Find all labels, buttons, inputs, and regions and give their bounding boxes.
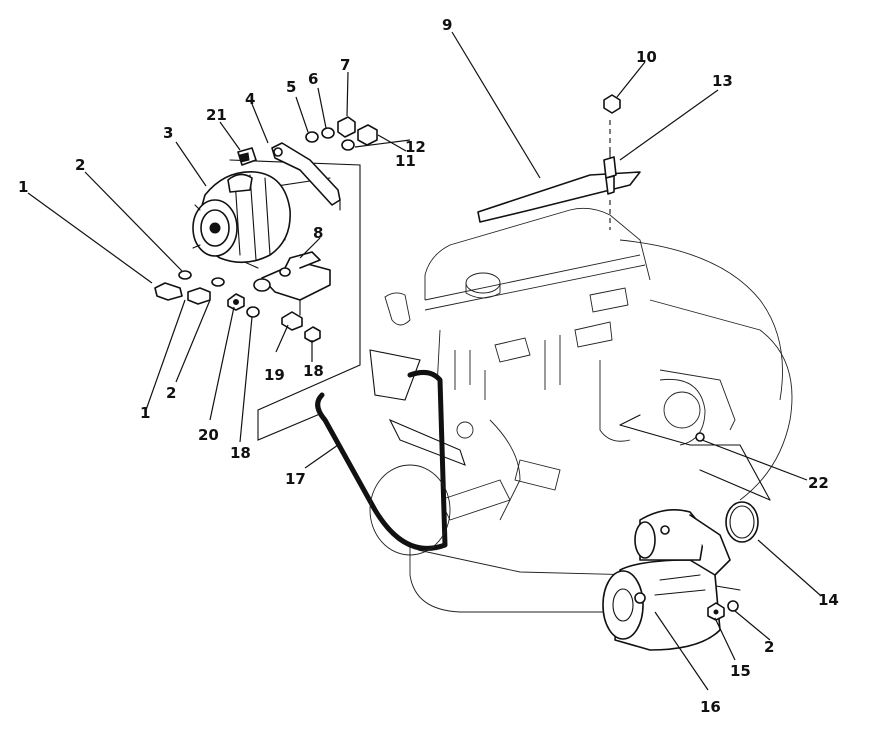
callout-9: 9 — [442, 16, 452, 34]
stud-22 — [695, 432, 705, 442]
callout-18-upper: 18 — [303, 362, 324, 380]
callout-labels: 1 1 2 2 2 3 4 5 6 7 8 9 10 11 12 13 14 1… — [18, 16, 839, 716]
connector — [237, 147, 257, 166]
callout-12: 12 — [405, 138, 426, 156]
glow-plug — [603, 149, 617, 195]
callout-7: 7 — [340, 56, 350, 74]
callout-8: 8 — [313, 224, 323, 242]
callout-5: 5 — [286, 78, 296, 96]
callout-1-lower: 1 — [140, 404, 150, 422]
callout-1-upper: 1 — [18, 178, 28, 196]
callout-22: 22 — [808, 474, 829, 492]
callout-10: 10 — [636, 48, 657, 66]
callout-18-lower: 18 — [230, 444, 251, 462]
callout-16: 16 — [700, 698, 721, 716]
leader-lines — [27, 31, 821, 691]
callout-13: 13 — [712, 72, 733, 90]
o-ring — [725, 501, 759, 543]
callout-14: 14 — [818, 591, 839, 609]
callout-2-lower: 2 — [166, 384, 176, 402]
alternator — [192, 171, 291, 264]
adjusting-bracket — [271, 142, 341, 206]
callout-3: 3 — [163, 124, 173, 142]
callout-20: 20 — [198, 426, 219, 444]
callout-15: 15 — [730, 662, 751, 680]
nut-15 — [707, 602, 725, 621]
callout-2-starter: 2 — [764, 638, 774, 656]
callout-21: 21 — [206, 106, 227, 124]
gasket — [477, 171, 641, 223]
starter-motor — [602, 509, 731, 651]
v-belt — [315, 349, 466, 556]
mounting-bracket — [253, 251, 331, 301]
callout-17: 17 — [285, 470, 306, 488]
nut-10 — [603, 94, 621, 114]
callout-6: 6 — [308, 70, 318, 88]
washer-2-starter — [727, 600, 739, 612]
alternator-hardware — [154, 116, 378, 343]
callout-19: 19 — [264, 366, 285, 384]
callout-4: 4 — [245, 90, 255, 108]
callout-11: 11 — [395, 152, 416, 170]
engine-block — [384, 207, 793, 613]
callout-2-upper: 2 — [75, 156, 85, 174]
